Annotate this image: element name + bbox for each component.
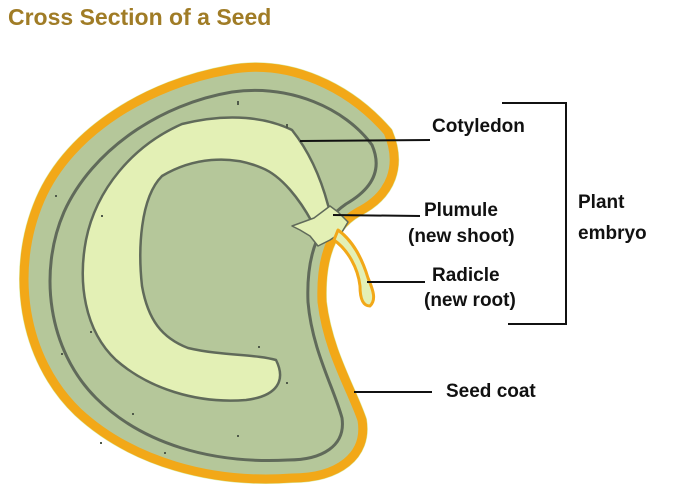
embryo-band <box>81 116 332 402</box>
radicle-shape <box>332 228 376 308</box>
plant-label: Plant <box>578 192 625 213</box>
cotyledon-label: Cotyledon <box>432 116 525 137</box>
radicle-label: Radicle <box>432 265 500 286</box>
plumule-label: Plumule <box>424 200 498 221</box>
leader-lines <box>299 102 567 393</box>
texture-specks <box>55 101 288 454</box>
plant-embryo-bracket <box>502 102 567 325</box>
seed-coat-label: Seed coat <box>446 381 536 402</box>
embryo-label: embryo <box>578 223 647 244</box>
plumule-note-label: (new shoot) <box>408 226 515 247</box>
plumule-leader-line <box>332 214 421 217</box>
cotyledon-leader-line <box>299 139 431 142</box>
diagram-title: Cross Section of a Seed <box>8 4 272 30</box>
radicle-note-label: (new root) <box>424 290 516 311</box>
